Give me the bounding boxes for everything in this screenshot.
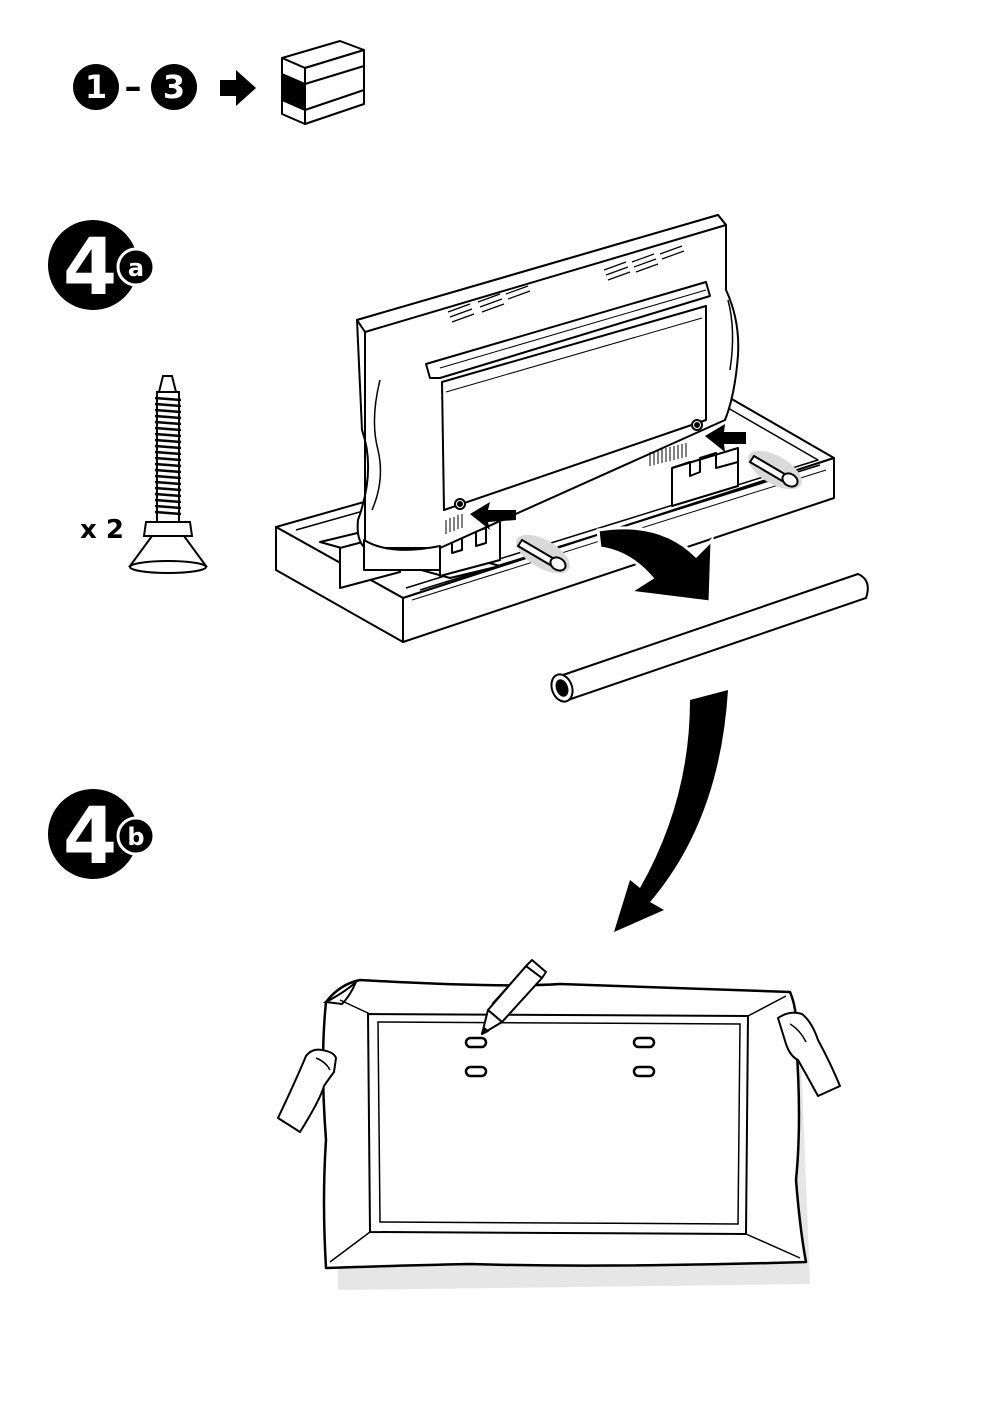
step-4a-number: 4	[63, 223, 117, 313]
step-4b-number: 4	[63, 792, 117, 882]
tv-rear-view	[356, 214, 740, 571]
long-curved-arrow-icon	[614, 690, 728, 932]
step-1-number: 1	[85, 68, 107, 106]
rolled-template-tube	[550, 572, 869, 703]
step-4a-letter: a	[128, 254, 144, 282]
header-step-reference: 1 – 3	[73, 40, 365, 125]
right-hand-icon	[777, 1011, 841, 1097]
box-icon	[281, 40, 365, 125]
step-4b-letter: b	[127, 823, 144, 851]
left-hand-icon	[277, 1048, 337, 1133]
bolt-quantity-label: x 2	[80, 515, 124, 545]
step-1-badge: 1	[73, 64, 119, 110]
foam-block-right	[671, 447, 739, 507]
wall-mount-template	[321, 978, 810, 1290]
tray-bolt-left	[516, 534, 570, 574]
step-4a-badge: 4 a	[48, 220, 156, 313]
insert-arrow-icon-left	[470, 502, 516, 530]
curved-arrow-down-icon	[596, 526, 714, 604]
step-4b-badge: 4 b	[48, 789, 156, 882]
step-3-badge: 3	[151, 64, 197, 110]
tray-bolt-right	[748, 450, 802, 490]
pencil-icon	[481, 959, 547, 1035]
step-range-dash: –	[125, 67, 142, 107]
right-arrow-icon	[220, 70, 256, 106]
insert-arrow-icon-right	[705, 424, 746, 452]
step-3-number: 3	[163, 68, 185, 106]
leveling-bolt-icon	[128, 375, 208, 574]
